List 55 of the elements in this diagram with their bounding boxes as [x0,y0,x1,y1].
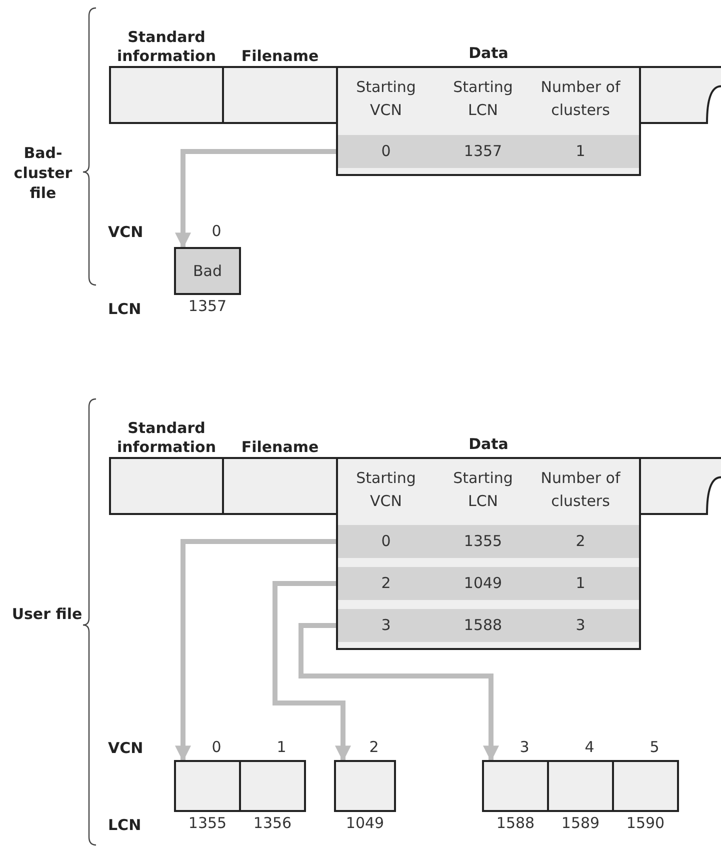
run-row [338,135,639,168]
lcn-number: 1588 [495,814,536,832]
lcn-number: 1049 [344,814,386,832]
file-label: Bad-cluster file [12,143,74,203]
lcn-number: 1355 [187,814,228,832]
vcn-number: 5 [648,738,660,756]
lcn-number: 1356 [252,814,293,832]
lcn-number: 1357 [187,297,228,315]
vcn-number: 3 [518,738,530,756]
start-lcn-value: 1049 [462,574,504,592]
cluster-count-value: 2 [574,532,586,550]
column-heading: Number of clusters [540,468,622,512]
column-heading: Starting VCN [355,77,417,121]
vcn-number: 4 [584,738,596,756]
lcn-number: 1589 [560,814,601,832]
start-vcn-value: 2 [380,574,392,592]
file-label: User file [10,604,84,624]
lcn-number: 1590 [625,814,666,832]
start-lcn-value: 1357 [462,142,504,160]
start-lcn-value: 1588 [462,616,504,634]
cluster-box: Bad [174,247,241,295]
cluster-count-value: 3 [574,616,586,634]
column-heading: Starting LCN [452,77,514,121]
arrow [298,623,499,762]
column-heading: Starting LCN [452,468,514,512]
start-lcn-value: 1355 [462,532,504,550]
vcn-number: 1 [276,738,288,756]
start-vcn-value: 0 [380,532,392,550]
column-heading: Standard information [116,418,218,457]
torn-page-cell [641,457,721,515]
column-heading: Number of clusters [540,77,622,121]
vcn-number: 0 [210,738,222,756]
column-heading: Starting VCN [355,468,417,512]
run-row [338,609,639,642]
cluster-count-value: 1 [574,574,586,592]
start-vcn-value: 0 [380,142,392,160]
run-row [338,525,639,558]
run-row [338,567,639,600]
arrow [175,149,338,249]
row-label: LCN [108,815,142,835]
start-vcn-value: 3 [380,616,392,634]
row-label: VCN [108,222,144,242]
row-label: VCN [108,738,144,758]
column-heading: Standard information [116,27,218,66]
column-heading: Data [468,44,510,64]
arrow [272,581,351,762]
cluster-count-value: 1 [574,142,586,160]
arrow [175,539,338,762]
vcn-number: 2 [368,738,380,756]
vcn-number: 0 [210,222,222,240]
torn-page-cell [641,66,721,124]
column-heading: Data [468,435,510,455]
row-label: LCN [108,299,142,319]
column-heading: Filename [240,46,320,66]
column-heading: Filename [240,437,320,457]
